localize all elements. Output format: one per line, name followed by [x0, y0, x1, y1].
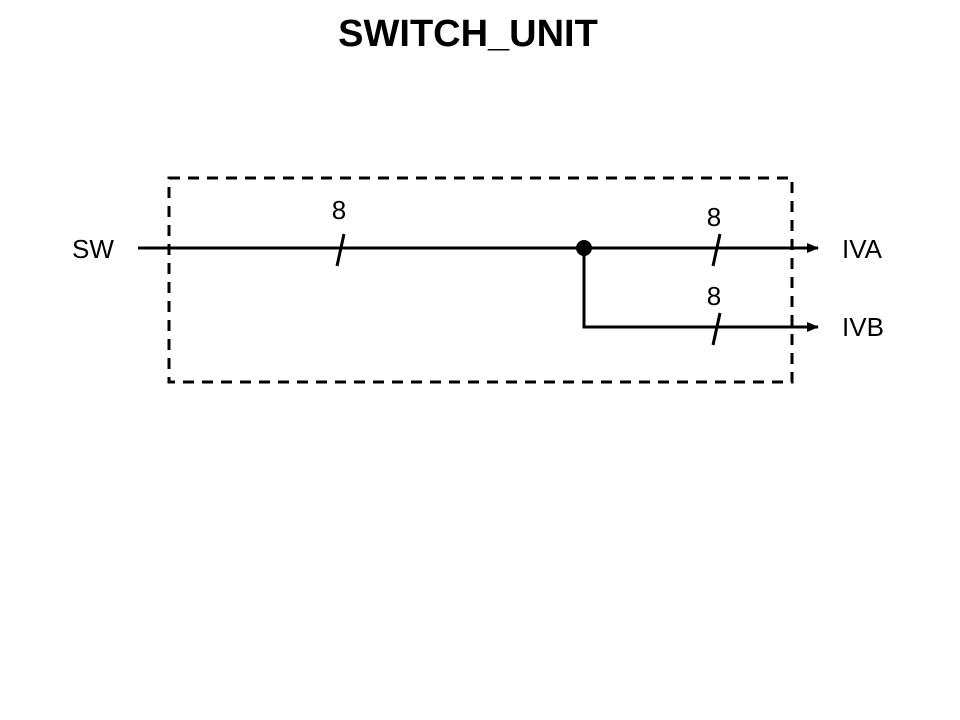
output-port-label-ivb: IVB [842, 312, 884, 342]
input-port-label-sw: SW [72, 234, 114, 264]
output-b-bus-slash [711, 312, 722, 346]
input-bus-slash [335, 233, 346, 267]
diagram-title: SWITCH_UNIT [338, 13, 598, 55]
unit-boundary-box [167, 176, 794, 384]
output-port-label-iva: IVA [842, 234, 883, 264]
output-a-bus-width-label: 8 [707, 202, 721, 232]
input-bus-width-label: 8 [332, 195, 346, 225]
output-b-wire [582, 248, 819, 332]
output-a-bus-slash [711, 233, 722, 267]
output-b-bus-width-label: 8 [707, 281, 721, 311]
